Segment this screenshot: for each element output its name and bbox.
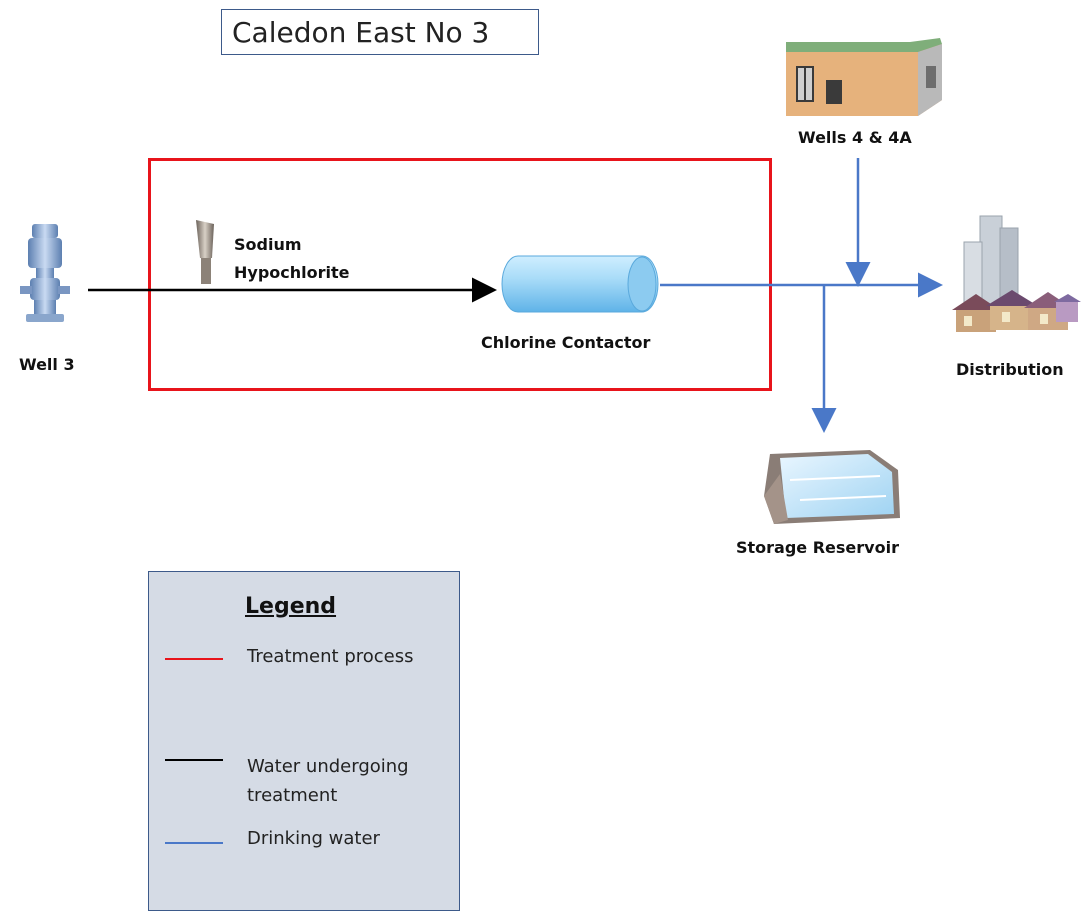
diagram-title: Caledon East No 3 [221,9,539,55]
legend-treatment-label: Treatment process [247,646,414,667]
city-distribution-icon [952,215,1081,332]
diagram-title-text: Caledon East No 3 [232,15,490,49]
legend-treatment-swatch [165,658,223,660]
reservoir-icon [764,450,900,524]
legend-title: Legend [245,594,337,619]
legend-untreated-label: Water undergoing treatment [247,756,409,806]
well3-label: Well 3 [19,355,75,374]
chemical-dosing-icon [196,220,214,284]
legend-drinking-swatch [165,842,223,844]
treatment-process-box [148,158,772,391]
distribution-label: Distribution [956,360,1064,379]
chlorine-contactor-label: Chlorine Contactor [481,333,651,352]
sodium-label-line1: Sodium [234,235,302,254]
storage-reservoir-label: Storage Reservoir [736,538,899,557]
well-building-icon [786,38,942,116]
legend-drinking-label: Drinking water [247,828,380,849]
well-pump-icon [20,224,70,322]
sodium-label-line2: Hypochlorite [234,263,350,282]
contactor-tank-icon [501,255,659,313]
wells-4-4a-label: Wells 4 & 4A [798,128,912,147]
sodium-hypochlorite-label: Sodium Hypochlorite [234,231,350,287]
legend-panel: Legend Treatment process Water undergoin… [148,571,460,911]
legend-untreated-swatch [165,759,223,761]
